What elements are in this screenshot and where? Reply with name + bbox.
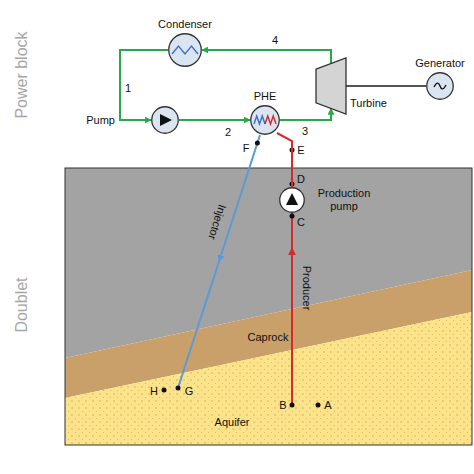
flow-line xyxy=(280,108,331,120)
turbine-symbol xyxy=(316,58,346,114)
symbol-body xyxy=(169,34,202,67)
point-letter: G xyxy=(185,386,194,397)
state-dot xyxy=(290,214,295,219)
component-label: PHE xyxy=(254,90,277,103)
heat-exchanger-symbol xyxy=(250,105,280,135)
symbol-body xyxy=(152,107,179,134)
pump-symbol xyxy=(151,106,179,134)
section-title: Doublet xyxy=(14,277,30,332)
state-dot xyxy=(162,388,167,393)
coil-stroke xyxy=(254,116,265,124)
state-dot xyxy=(255,141,260,146)
turbine-symbol: Turbine xyxy=(316,58,346,114)
aquifer-texture xyxy=(65,312,472,445)
point-letter: C xyxy=(297,217,305,228)
point-letter: E xyxy=(297,145,304,156)
point-letter: B xyxy=(279,400,286,411)
state-number: 2 xyxy=(224,127,232,138)
ground-frame xyxy=(65,168,472,445)
state-dot xyxy=(176,386,181,391)
production-pump-symbol: Production pump xyxy=(279,187,305,213)
point-letter: D xyxy=(297,174,305,185)
flow-line xyxy=(346,85,426,87)
well-label: Producer xyxy=(301,266,312,311)
ac-symbol xyxy=(434,83,446,89)
layer-label: Caprock xyxy=(248,332,289,343)
component-label: Condenser xyxy=(158,18,212,31)
flow-line xyxy=(202,50,331,64)
state-number: 4 xyxy=(271,35,279,46)
condenser-symbol xyxy=(168,33,202,67)
component-label: Generator xyxy=(415,57,465,70)
layer-label: Aquifer xyxy=(215,417,250,428)
flow-line xyxy=(277,133,292,187)
turbine-body xyxy=(316,58,346,114)
state-number: 1 xyxy=(124,83,132,94)
generator-symbol: Generator xyxy=(426,72,454,100)
production-pump-symbol xyxy=(279,187,305,213)
point-letter: F xyxy=(243,143,250,154)
symbol-body xyxy=(280,188,305,213)
component-label: Production pump xyxy=(313,187,375,212)
generator-symbol xyxy=(426,72,454,100)
state-points xyxy=(162,141,321,408)
flow-line xyxy=(179,119,250,121)
pump-symbol: Pump xyxy=(151,106,179,134)
injector-well xyxy=(178,262,219,389)
section-title: Power block xyxy=(14,31,30,118)
coil-stroke xyxy=(172,46,198,54)
state-number: 3 xyxy=(301,126,309,137)
coil-stroke xyxy=(265,116,276,124)
symbol-body xyxy=(427,73,454,100)
condenser-symbol: Condenser xyxy=(168,33,202,67)
point-letter: H xyxy=(150,386,158,397)
aquifer-layer xyxy=(65,312,472,445)
component-label: Turbine xyxy=(350,97,387,110)
state-dot xyxy=(290,403,295,408)
point-letter: A xyxy=(324,400,331,411)
pump-triangle xyxy=(286,193,298,205)
symbol-body xyxy=(251,106,280,135)
producer-well xyxy=(291,248,293,405)
injector-well xyxy=(219,135,260,262)
component-label: Pump xyxy=(86,114,115,127)
pump-triangle xyxy=(160,114,172,126)
state-dot xyxy=(316,403,321,408)
heat-exchanger-symbol: PHE xyxy=(250,105,280,135)
